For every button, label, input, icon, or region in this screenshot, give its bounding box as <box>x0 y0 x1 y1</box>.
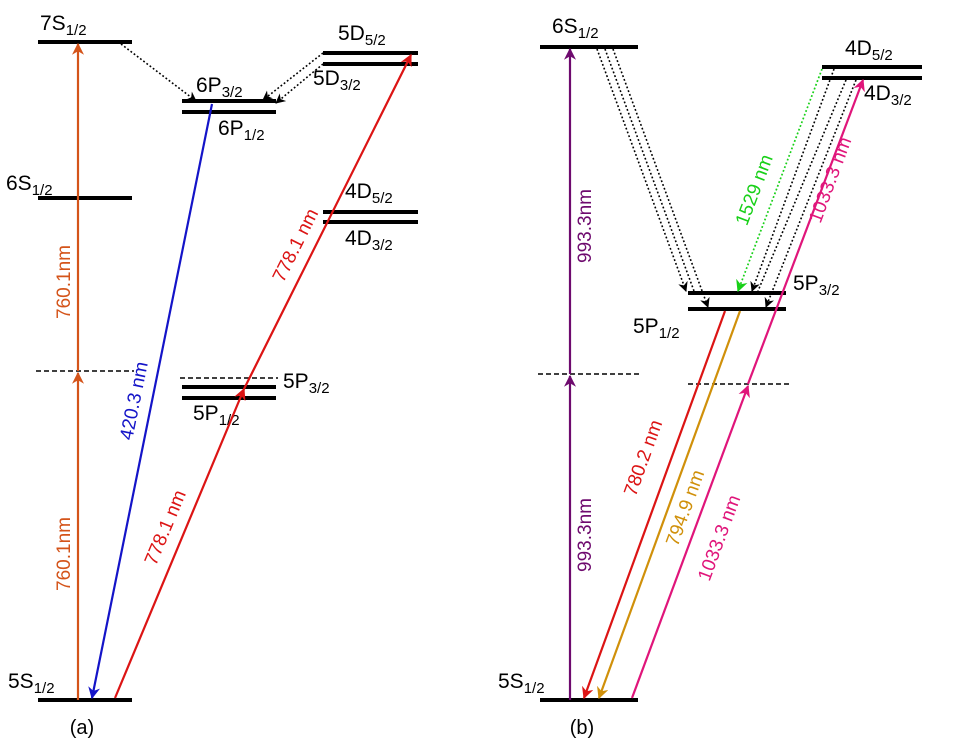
label-5s12-b: 5S1/2 <box>498 670 545 697</box>
arrow-780-b <box>582 310 727 700</box>
label-7s12-a: 7S1/2 <box>40 12 87 39</box>
label-4d52-a: 4D5/2 <box>345 180 393 207</box>
panel-a: 7S1/2 6S1/2 5S1/2 6P3/2 6P1/2 5D5/2 5D3/… <box>6 12 418 739</box>
wavelength-993-upper-b: 993.3nm <box>575 189 596 263</box>
wavelength-760-upper-a: 760.1nm <box>54 245 75 319</box>
wavelength-1033-upper-b: 1033.3 nm <box>805 134 856 225</box>
arrow-1033-lower-b <box>630 384 750 699</box>
arrow-778-upper-a <box>243 53 412 390</box>
label-6s12-a: 6S1/2 <box>6 172 53 199</box>
label-5d32-a: 5D3/2 <box>313 67 361 94</box>
panel-b: 6S1/2 5S1/2 4D5/2 4D3/2 5P3/2 5P1/2 993.… <box>498 15 922 739</box>
decay-5d52-6p-a <box>262 52 324 101</box>
label-6p12-a: 6P1/2 <box>218 117 265 144</box>
label-4d32-b: 4D3/2 <box>864 82 912 109</box>
decay-6s-5p12-b <box>612 48 710 308</box>
wavelength-993-lower-b: 993.3nm <box>575 498 596 572</box>
label-6p32-a: 6P3/2 <box>196 74 243 101</box>
label-5p32-a: 5P3/2 <box>283 370 330 397</box>
decay-6s-5p32-b-2 <box>604 48 695 292</box>
arrow-795-b <box>597 310 742 700</box>
panel-caption-b: (b) <box>570 717 594 739</box>
label-6s12-b: 6S1/2 <box>552 15 599 42</box>
panel-caption-a: (a) <box>70 717 94 739</box>
label-5s12-a: 5S1/2 <box>8 670 55 697</box>
arrow-420-a <box>88 103 214 700</box>
decay-4d52-5p-b <box>750 68 835 292</box>
label-5p32-b: 5P3/2 <box>793 272 840 299</box>
label-4d52-b: 4D5/2 <box>845 37 893 64</box>
decay-7s-6p-a <box>120 43 197 102</box>
label-5p12-b: 5P1/2 <box>633 315 680 342</box>
wavelength-760-lower-a: 760.1nm <box>54 517 75 591</box>
label-5p12-a: 5P1/2 <box>193 402 240 429</box>
wavelength-1033-lower-b: 1033.3 nm <box>694 492 745 583</box>
wavelength-778-lower-a: 778.1 nm <box>141 487 191 568</box>
arrow-778-lower-a <box>113 387 246 699</box>
wavelength-1529-b: 1529 nm <box>732 152 778 229</box>
arrow-1033-upper-b <box>746 78 865 385</box>
label-4d32-a: 4D3/2 <box>345 227 393 254</box>
decay-4d32-5p12-b <box>764 79 857 308</box>
decay-6s-5p32-b-1 <box>596 48 688 292</box>
label-5d52-a: 5D5/2 <box>338 22 386 49</box>
